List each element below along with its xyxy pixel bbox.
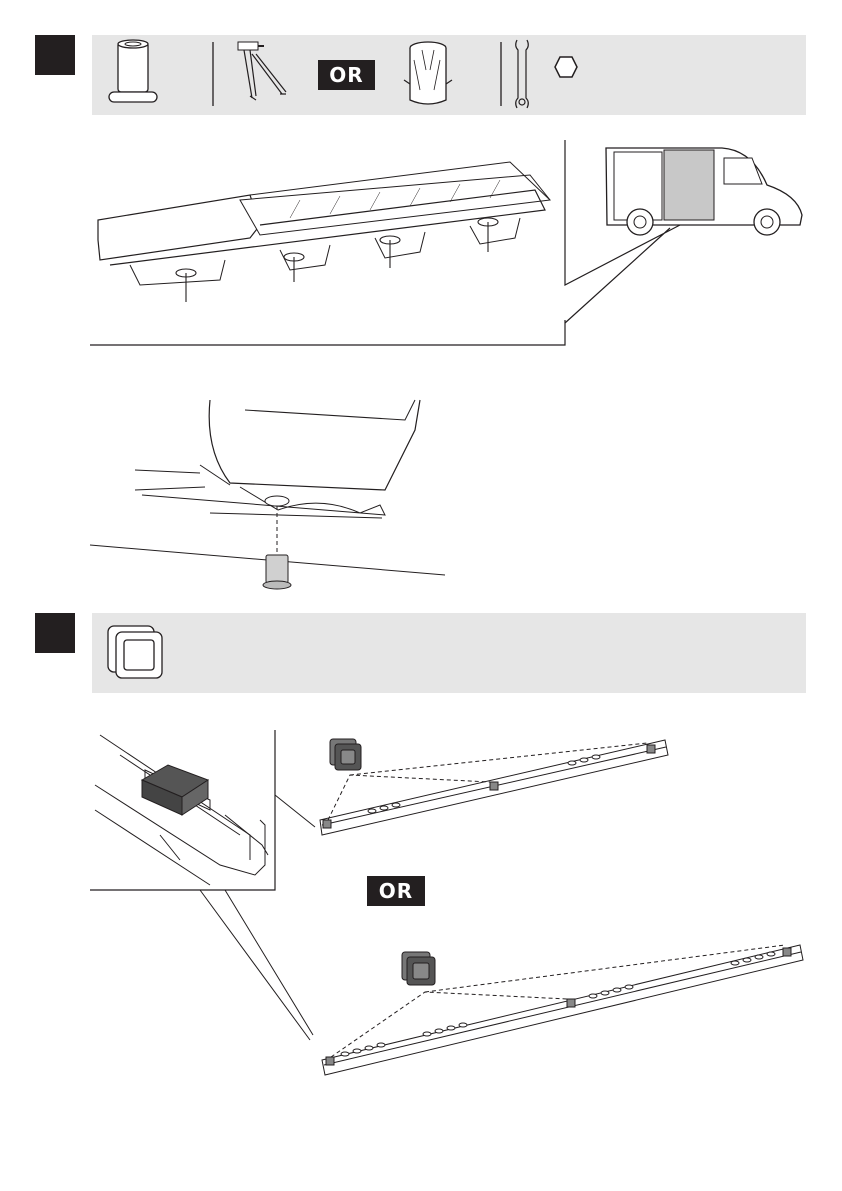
van-illustration bbox=[602, 140, 812, 240]
rivet-nut-icon bbox=[105, 40, 165, 110]
step-1-marker bbox=[35, 35, 75, 75]
rivet-pliers-icon bbox=[232, 40, 292, 110]
end-cap-icon bbox=[106, 624, 166, 682]
rail-end-cap-detail bbox=[90, 725, 280, 895]
rail-cross-section-illustration bbox=[90, 140, 570, 350]
hex-nut-icon bbox=[554, 56, 578, 78]
callout-lines bbox=[195, 890, 325, 1050]
step-2-tools-bar bbox=[92, 613, 806, 693]
step-2-marker bbox=[35, 613, 75, 653]
wrench-icon bbox=[512, 38, 532, 110]
divider bbox=[500, 42, 502, 106]
or-badge: OR bbox=[367, 876, 425, 906]
or-badge: OR bbox=[318, 60, 375, 90]
rivet-install-illustration bbox=[90, 395, 450, 595]
rail-short-illustration bbox=[270, 725, 690, 850]
drop-in-nut-icon bbox=[400, 40, 456, 110]
divider bbox=[212, 42, 214, 106]
